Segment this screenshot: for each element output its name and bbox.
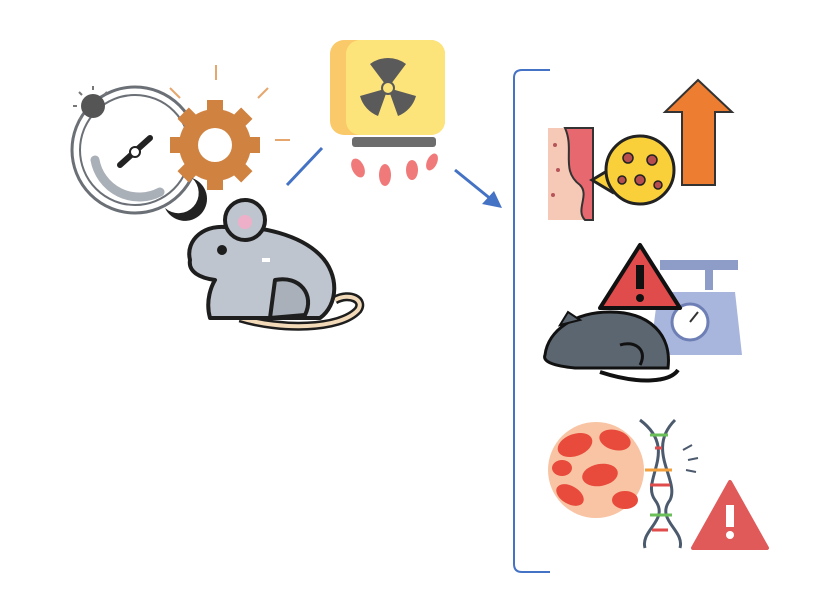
warning-icon	[598, 243, 682, 310]
connector-line	[285, 146, 324, 187]
moon-icon	[165, 178, 208, 221]
cell-bubble-icon	[589, 134, 676, 206]
bracket	[513, 69, 550, 573]
dna-icon	[639, 418, 699, 549]
mouse-icon	[187, 198, 365, 331]
tissue-icon	[548, 127, 594, 221]
blood-cells-icon	[548, 422, 644, 518]
dark-mouse-icon	[543, 310, 680, 383]
arrow-icon	[454, 168, 502, 208]
warning-icon	[691, 480, 769, 550]
radiation-icon	[330, 40, 445, 186]
up-arrow-icon	[662, 78, 735, 186]
sun-icon	[73, 86, 108, 121]
gear-icon	[169, 65, 290, 190]
